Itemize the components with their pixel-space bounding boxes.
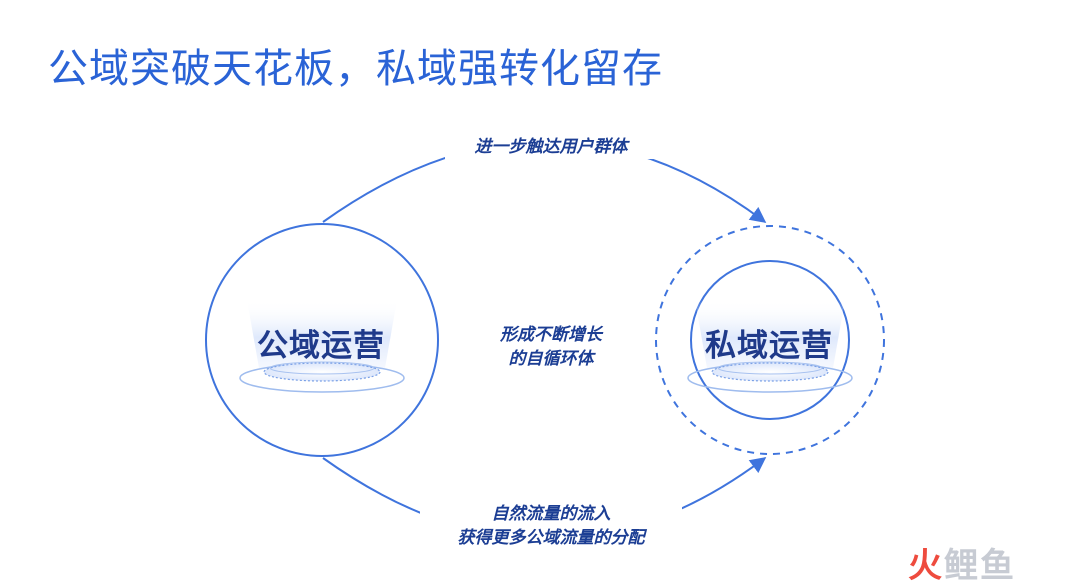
brand-logo: 火鲤鱼 xyxy=(908,538,1016,587)
brand-logo-first: 火 xyxy=(908,546,944,586)
private-node xyxy=(655,225,885,455)
bottom-arrow-label-line1: 自然流量的流入 xyxy=(491,504,611,524)
brand-logo-rest: 鲤鱼 xyxy=(944,546,1016,586)
center-label-line2: 的自循环体 xyxy=(508,349,594,369)
public-node xyxy=(205,223,439,457)
bottom-arrow-label-line2: 获得更多公域流量的分配 xyxy=(457,528,645,548)
center-label-line1: 形成不断增长 xyxy=(500,325,602,345)
top-arrow-label: 进一步触达用户群体 xyxy=(445,135,657,159)
public-node-label: 公域运营 xyxy=(257,328,385,364)
bottom-arrow-label: 自然流量的流入 获得更多公域流量的分配 xyxy=(420,502,682,550)
private-node-label: 私域运营 xyxy=(705,328,833,364)
center-label: 形成不断增长 的自循环体 xyxy=(463,323,639,371)
page-title: 公域突破天花板，私域强转化留存 xyxy=(48,46,663,92)
